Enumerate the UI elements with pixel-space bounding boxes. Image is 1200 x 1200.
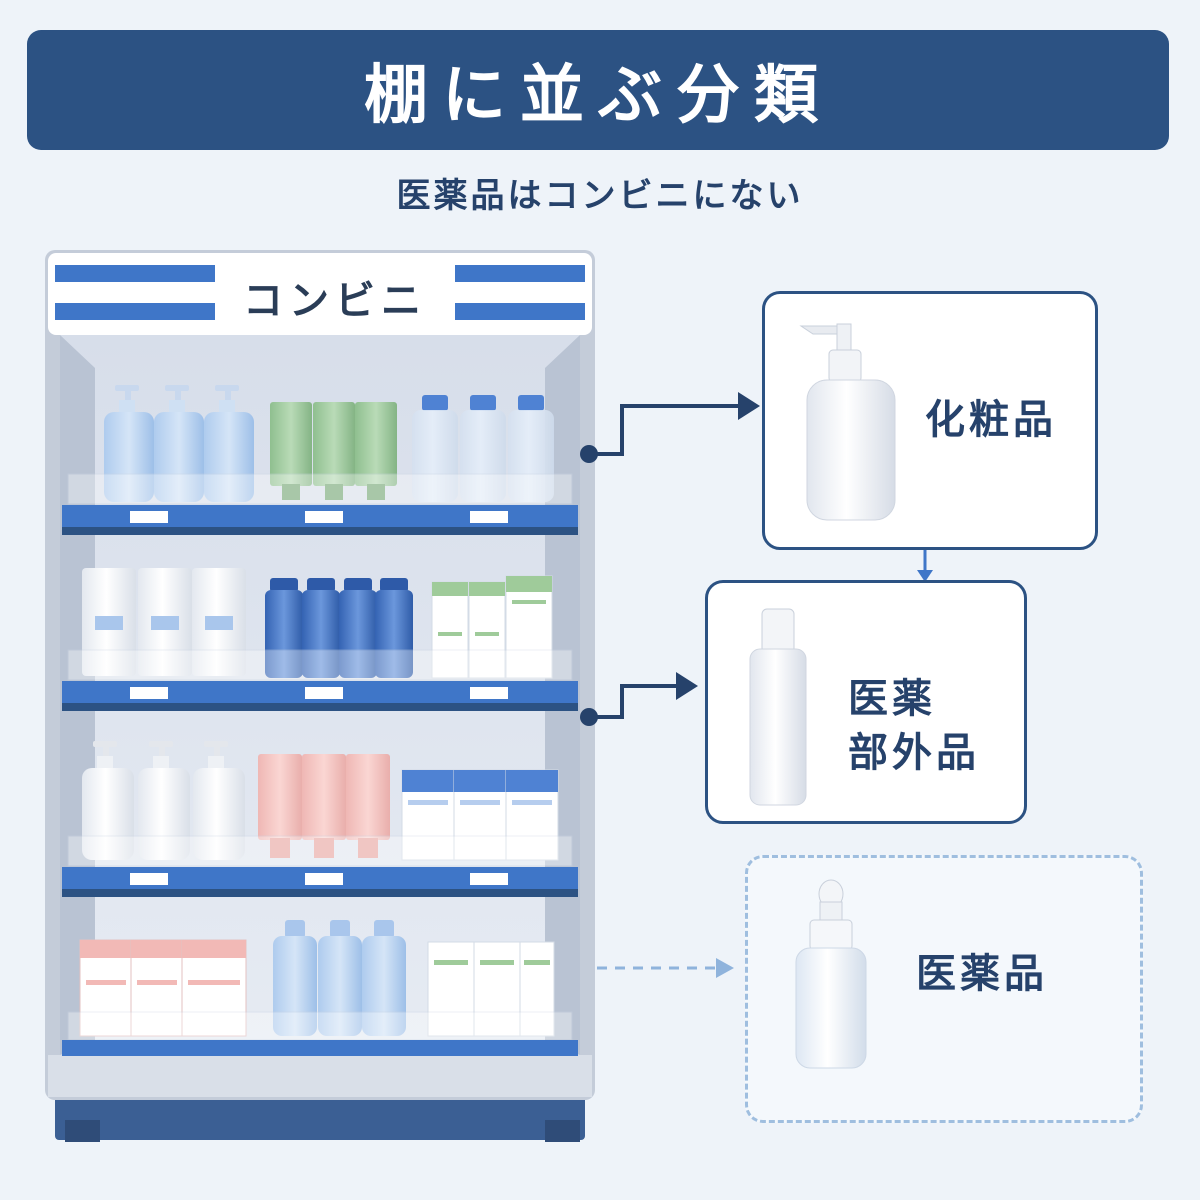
cosmetics-label: 化粧品	[925, 397, 1057, 443]
connector-quasi-drugs	[580, 672, 698, 726]
store-sign-label: コンビニ	[243, 278, 427, 324]
drugs-card: 医薬品	[745, 855, 1143, 1123]
quasi-drugs-label-line2: 部外品	[848, 730, 980, 776]
store-sign	[55, 265, 585, 320]
shelf-1-products	[104, 385, 554, 502]
shelf-boards	[62, 473, 578, 1056]
connector-cosmetics	[580, 392, 760, 463]
dropper-bottle-icon	[795, 879, 867, 1069]
cosmetics-card: 化粧品	[762, 291, 1098, 550]
page-subtitle: 医薬品はコンビニにない	[396, 176, 804, 216]
pump-bottle-icon	[799, 323, 896, 521]
shelf-4-products	[79, 920, 555, 1037]
drugs-label: 医薬品	[916, 951, 1048, 997]
page-title: 棚に並ぶ分類	[364, 59, 832, 133]
title-banner: 棚に並ぶ分類	[27, 30, 1169, 150]
shelf-2-products	[82, 568, 553, 679]
lotion-bottle-icon	[749, 608, 807, 806]
quasi-drugs-label-line1: 医薬	[848, 676, 936, 722]
connector-drugs-dashed	[597, 958, 734, 978]
connector-cosmetics-to-quasi	[917, 549, 933, 582]
quasi-drugs-card: 医薬 部外品	[705, 580, 1027, 824]
shelf-3-products	[82, 741, 559, 861]
